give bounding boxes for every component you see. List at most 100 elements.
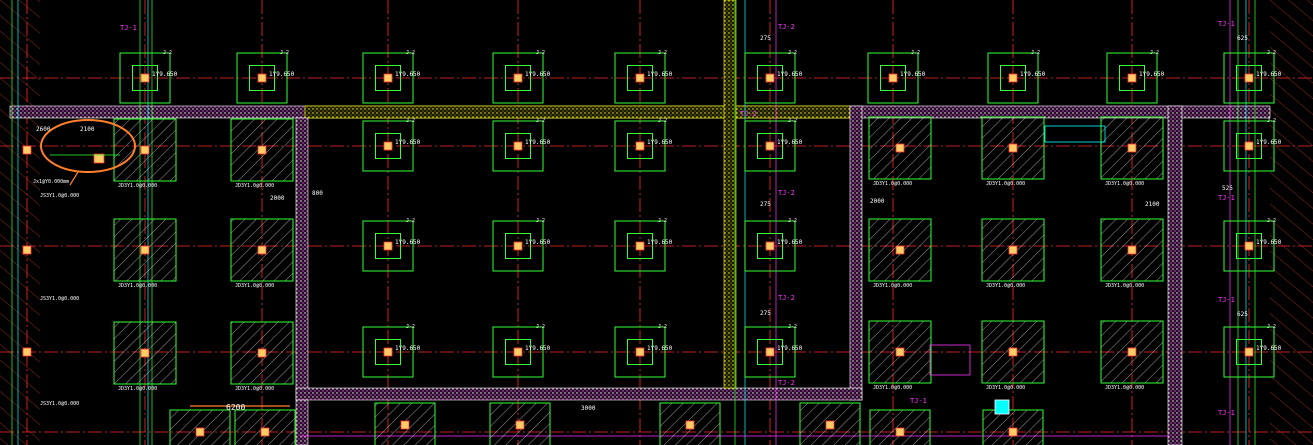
footing-top-3-label: 1Y9.650 bbox=[525, 71, 551, 78]
highlight-leader bbox=[69, 171, 79, 186]
edge-column-2 bbox=[22, 347, 32, 357]
hatched-bottom-0-column bbox=[195, 427, 205, 437]
footing-r2-3-outer bbox=[744, 120, 796, 172]
dim-2000-left: 2000 bbox=[270, 195, 285, 202]
footing-r2-right-outer bbox=[1223, 120, 1275, 172]
footing-r3-3-column bbox=[765, 241, 775, 251]
footing-r3-0-label: 1Y9.650 bbox=[395, 239, 421, 246]
hatched-right-4-note: JD3Y1.0@0.000 bbox=[986, 283, 1025, 289]
footing-r4-1-column bbox=[513, 347, 523, 357]
footing-top-2: 1Y9.650 J-2 bbox=[362, 50, 421, 104]
footing-top-2-label: 1Y9.650 bbox=[395, 71, 421, 78]
tag-tj2-mid: TJ-2 bbox=[778, 189, 795, 197]
footing-r3-1-tag: J-2 bbox=[536, 218, 545, 224]
footing-r4-3-inner bbox=[757, 339, 783, 365]
footing-top-4-column bbox=[635, 73, 645, 83]
footing-r4-4-outer bbox=[1223, 326, 1275, 378]
footing-top-5-column bbox=[765, 73, 775, 83]
tag-tj1-right-low: TJ-1 bbox=[1218, 296, 1235, 304]
footing-r3-4-label: 1Y9.650 bbox=[1256, 239, 1282, 246]
hatched-bottom-4-column bbox=[685, 420, 695, 430]
footing-top-9-tag: J-2 bbox=[1267, 50, 1276, 56]
footing-r4-4-label: 1Y9.650 bbox=[1256, 345, 1282, 352]
footing-r4-4-tag: J-2 bbox=[1267, 324, 1276, 330]
footing-r4-1-inner bbox=[505, 339, 531, 365]
footing-r3-4-column bbox=[1244, 241, 1254, 251]
footing-top-8-column bbox=[1127, 73, 1137, 83]
hatched-right-2-column bbox=[1127, 143, 1137, 153]
footing-top-2-outer bbox=[362, 52, 414, 104]
wall-far-right-v bbox=[1167, 105, 1183, 445]
footing-r3-1-label: 1Y9.650 bbox=[525, 239, 551, 246]
hatched-right-5-note: JD3Y1.0@0.000 bbox=[1105, 283, 1144, 289]
footing-top-8-label: 1Y9.650 bbox=[1139, 71, 1165, 78]
footing-top-0-tag: J-2 bbox=[163, 50, 172, 56]
footing-r2-1-column bbox=[513, 141, 523, 151]
hatched-left-4-column bbox=[140, 348, 150, 358]
footing-top-9-column bbox=[1244, 73, 1254, 83]
hatched-bottom-1-pad bbox=[234, 409, 296, 445]
hatched-right-6-column bbox=[895, 347, 905, 357]
tag-tj2-bottom: TJ-2 bbox=[778, 379, 795, 387]
hatched-right-1: JD3Y1.0@0.000 bbox=[981, 116, 1045, 187]
footing-top-2-column bbox=[383, 73, 393, 83]
tag-tj1-right-top: TJ-1 bbox=[1218, 20, 1235, 28]
footing-r4-4: 1Y9.650 J-2 bbox=[1223, 324, 1282, 378]
footing-r4-3-tag: J-2 bbox=[788, 324, 797, 330]
footing-r3-2-label: 1Y9.650 bbox=[647, 239, 673, 246]
magenta-frame bbox=[929, 344, 971, 376]
hatched-left-4: JD3Y1.0@0.000 bbox=[113, 321, 177, 392]
footing-top-7-inner bbox=[1000, 65, 1026, 91]
hatched-right-8-note: JD3Y1.0@0.000 bbox=[1105, 385, 1144, 391]
hatched-left-3-pad bbox=[230, 218, 294, 282]
hatched-right-2: JD3Y1.0@0.000 bbox=[1100, 116, 1164, 187]
hatched-bottom-5 bbox=[799, 402, 861, 445]
footing-top-8-tag: J-2 bbox=[1150, 50, 1159, 56]
bottom-dimension: 6200 bbox=[226, 403, 245, 412]
dim-525: 525 bbox=[1222, 185, 1233, 192]
hatched-bottom-3-column bbox=[515, 420, 525, 430]
dim-2000-right: 2000 bbox=[870, 198, 885, 205]
footing-r4-2-column bbox=[635, 347, 645, 357]
footing-r2-2-inner bbox=[627, 133, 653, 159]
wall-left-stub bbox=[295, 399, 309, 445]
hatched-bottom-3 bbox=[489, 402, 551, 445]
edge-column-1-box bbox=[22, 245, 32, 255]
footing-r2-1-inner bbox=[505, 133, 531, 159]
footing-r4-4-column bbox=[1244, 347, 1254, 357]
elevation-note: 3000 bbox=[581, 405, 596, 412]
footing-r4-0-label: 1Y9.650 bbox=[395, 345, 421, 352]
rebar-box-right bbox=[1044, 125, 1106, 143]
footing-r2-0-inner bbox=[375, 133, 401, 159]
footing-r3-3-label: 1Y9.650 bbox=[777, 239, 803, 246]
footing-r3-0-column bbox=[383, 241, 393, 251]
footing-top-1-outer bbox=[236, 52, 288, 104]
hatched-bottom-1-column bbox=[260, 427, 270, 437]
footing-top-0-outer bbox=[119, 52, 171, 104]
footing-top-3-column bbox=[513, 73, 523, 83]
footing-top-9-label: 1Y9.650 bbox=[1256, 71, 1282, 78]
hatched-bottom-0-pad bbox=[169, 409, 231, 445]
hatched-left-4-note: JD3Y1.0@0.000 bbox=[118, 386, 157, 392]
hatched-right-8: JD3Y1.0@0.000 bbox=[1100, 320, 1164, 391]
left-note-4: JS3Y1.0@0.000 bbox=[40, 401, 79, 407]
footing-top-0-column bbox=[140, 73, 150, 83]
footing-top-7-outer bbox=[987, 52, 1039, 104]
dim-275-top: 275 bbox=[760, 35, 771, 42]
footing-top-2-tag: J-2 bbox=[406, 50, 415, 56]
highlight-ellipse bbox=[40, 119, 136, 173]
left-dim-b: 2600 bbox=[36, 126, 51, 133]
dim-800: 800 bbox=[312, 190, 323, 197]
hatched-left-1-note: JD3Y1.0@0.000 bbox=[235, 183, 274, 189]
footing-r4-3-outer bbox=[744, 326, 796, 378]
